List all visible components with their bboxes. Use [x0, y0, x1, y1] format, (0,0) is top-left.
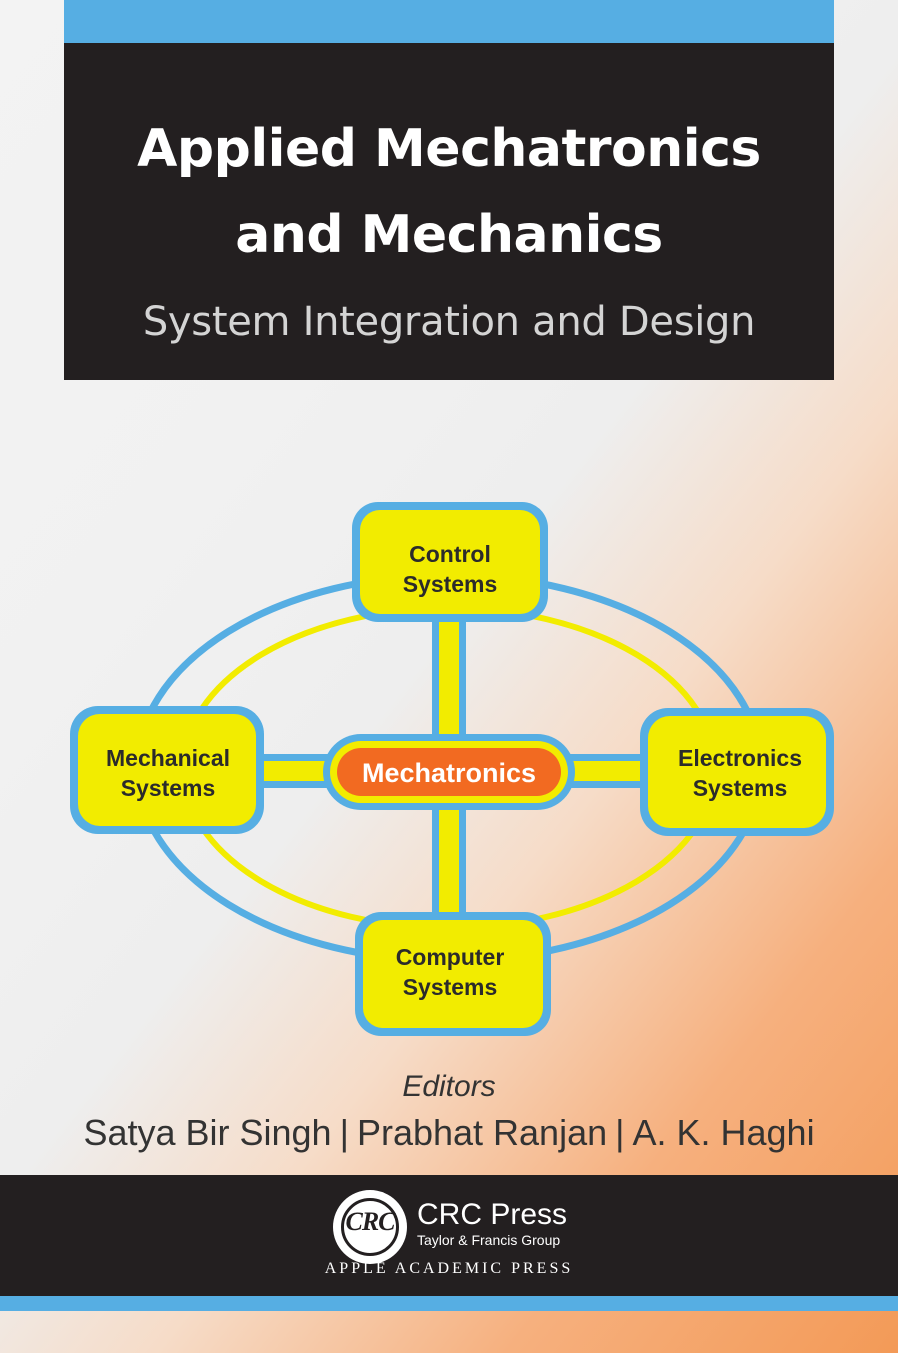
node-electronics-line-2: Systems: [693, 775, 788, 801]
book-title-line-1: Applied Mechatronics: [137, 119, 761, 179]
publisher-imprint: APPLE ACADEMIC PRESS: [324, 1260, 574, 1277]
hub-label: Mechatronics: [362, 758, 536, 788]
editor-separator-2: |: [615, 1112, 625, 1153]
node-mechanical-line-1: Mechanical: [106, 745, 230, 771]
publisher-group: Taylor & Francis Group: [417, 1232, 561, 1248]
editor-name-2: Prabhat Ranjan: [356, 1112, 608, 1153]
title-panel: Applied Mechatronics and Mechanics Syste…: [64, 43, 834, 380]
node-computer-line-2: Systems: [403, 974, 498, 1000]
node-control-systems: Control Systems: [352, 502, 548, 622]
publisher-band: [0, 1175, 898, 1296]
hub-mechatronics: Mechatronics: [323, 734, 575, 810]
crc-logo: CRC: [333, 1190, 407, 1264]
node-electronics-line-1: Electronics: [678, 745, 802, 771]
publisher-name: CRC Press: [417, 1198, 568, 1231]
node-computer-systems: Computer Systems: [355, 912, 551, 1036]
editors-label: Editors: [402, 1070, 496, 1103]
book-subtitle: System Integration and Design: [142, 299, 756, 345]
crc-logo-ring: [341, 1198, 399, 1256]
node-control-line-1: Control: [409, 541, 491, 567]
crc-logo-text: CRC: [345, 1207, 395, 1236]
top-accent-bar: [64, 0, 834, 43]
mechatronics-diagram: Control Systems Mechanical Systems Elect…: [70, 502, 834, 1036]
node-computer-line-1: Computer: [396, 944, 505, 970]
editors-names: Satya Bir Singh|Prabhat Ranjan|A. K. Hag…: [0, 1112, 898, 1154]
bottom-accent-strip: [0, 1296, 898, 1311]
editor-separator-1: |: [339, 1112, 349, 1153]
node-mechanical-systems: Mechanical Systems: [70, 706, 264, 834]
node-electronics-systems: Electronics Systems: [640, 708, 834, 836]
node-control-line-2: Systems: [403, 571, 498, 597]
editor-name-1: Satya Bir Singh: [83, 1112, 332, 1153]
editor-name-3: A. K. Haghi: [632, 1112, 815, 1153]
node-mechanical-line-2: Systems: [121, 775, 216, 801]
book-title-line-2: and Mechanics: [235, 205, 663, 265]
